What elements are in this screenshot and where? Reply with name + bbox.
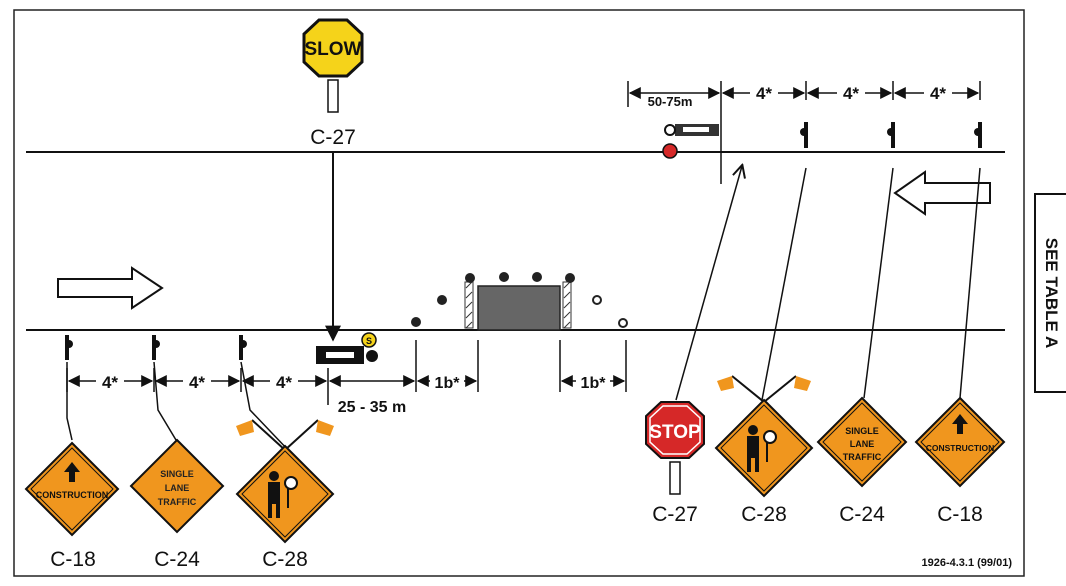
leader-lines-left	[66, 361, 291, 453]
construction-sign-right: CONSTRUCTION	[914, 396, 1006, 488]
sign-code-right: C-27	[652, 503, 698, 526]
svg-text:LANE: LANE	[165, 483, 190, 493]
work-area	[464, 281, 572, 331]
svg-text:LANE: LANE	[850, 439, 875, 449]
traffic-direction-arrow-left	[893, 170, 991, 216]
stop-sign-text: STOP	[649, 422, 701, 443]
spacing-label-left: 4*	[189, 373, 205, 392]
single-lane-traffic-sign-left: SINGLE LANE TRAFFIC	[129, 438, 225, 534]
spacing-label-buffer-right: 1b*	[581, 375, 607, 392]
flagger-symbol-right	[662, 124, 719, 159]
roadside-sign-post	[65, 335, 73, 360]
spacing-label-left: 4*	[102, 373, 118, 392]
spacing-label-top: 4*	[843, 84, 859, 103]
see-table-a-label: SEE TABLE A	[1042, 237, 1061, 349]
roadside-sign-post	[887, 122, 895, 148]
flagger-symbol-left: S	[316, 332, 378, 364]
flagger-ahead-sign-right	[714, 375, 814, 498]
channelizing-devices	[411, 272, 628, 328]
sign-code-right: C-28	[741, 503, 787, 526]
roadside-sign-post	[239, 335, 247, 360]
stop-paddle-sign: STOP	[645, 401, 705, 495]
sign-code-left: C-24	[154, 548, 200, 571]
flagger-ahead-sign-left	[235, 419, 335, 544]
sign-code-slow-paddle: C-27	[310, 126, 356, 149]
spacing-label-buffer-left: 1b*	[435, 375, 461, 392]
svg-text:SINGLE: SINGLE	[160, 469, 194, 479]
slow-paddle-sign: SLOW	[302, 18, 364, 113]
spacing-label-flagger: 25 - 35 m	[338, 399, 406, 416]
leader-lines-right	[675, 166, 981, 401]
traffic-direction-arrow-right	[57, 266, 164, 310]
slow-sign-text: SLOW	[305, 39, 362, 60]
roadside-sign-post	[152, 335, 160, 360]
see-table-a-tab: SEE TABLE A	[1034, 193, 1066, 393]
svg-text:TRAFFIC: TRAFFIC	[158, 497, 197, 507]
sign-code-right: C-24	[839, 503, 885, 526]
construction-sign-left: CONSTRUCTION	[24, 441, 120, 537]
roadside-sign-post	[800, 122, 808, 148]
single-lane-traffic-sign-right: SINGLE LANE TRAFFIC	[816, 396, 908, 488]
construction-sign-text: CONSTRUCTION	[36, 490, 109, 500]
construction-sign-text: CONSTRUCTION	[926, 443, 994, 453]
figure-id: 1926-4.3.1 (99/01)	[921, 557, 1012, 569]
svg-text:SINGLE: SINGLE	[845, 426, 879, 436]
spacing-label-top: 4*	[930, 84, 946, 103]
spacing-label-left: 4*	[276, 373, 292, 392]
spacing-label-top: 4*	[756, 84, 772, 103]
sign-code-left: C-28	[262, 548, 308, 571]
svg-text:TRAFFIC: TRAFFIC	[843, 452, 882, 462]
diagram-frame	[13, 9, 1025, 577]
bottom-dimension-chain	[66, 340, 627, 405]
sign-code-left: C-18	[50, 548, 96, 571]
spacing-label-top-first: 50-75m	[648, 94, 693, 109]
roadside-sign-post	[974, 122, 982, 148]
svg-text:S: S	[366, 336, 372, 346]
sign-code-right: C-18	[937, 503, 983, 526]
